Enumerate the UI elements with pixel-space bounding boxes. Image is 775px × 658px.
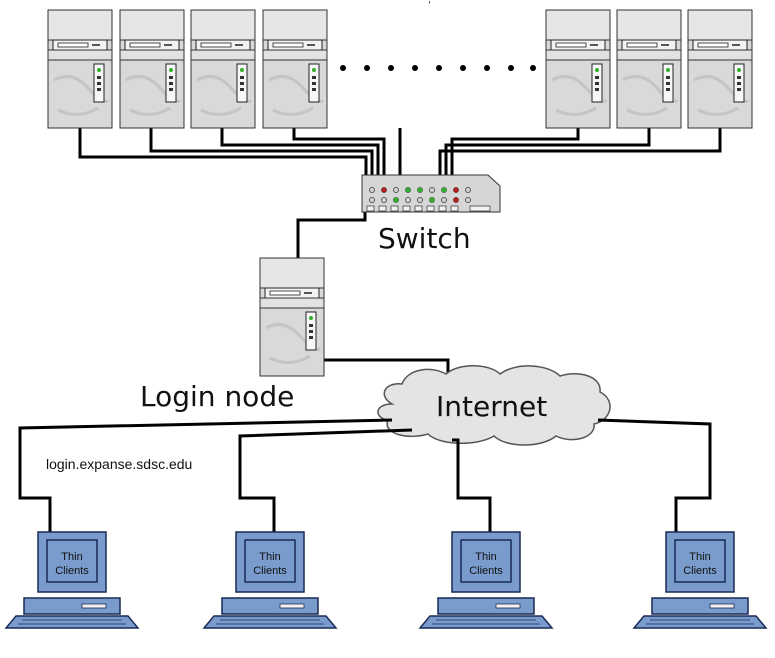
client-label: Thin Clients <box>247 550 293 578</box>
compute-node <box>46 8 114 130</box>
hostname-label: login.expanse.sdsc.edu <box>46 456 193 472</box>
ellipsis-dots <box>340 65 536 71</box>
login-node-label: Login node <box>140 380 295 413</box>
internet-cloud <box>377 365 611 446</box>
client-label: Thin Clients <box>677 550 723 578</box>
login-node <box>258 256 326 378</box>
thin-client-3 <box>419 531 553 629</box>
client-label-line2: Clients <box>683 565 717 577</box>
client-label-line1: Thin <box>689 551 711 563</box>
switch-login-cable <box>296 212 367 258</box>
compute-cables <box>78 128 722 175</box>
thin-client-1 <box>5 531 139 629</box>
compute-node <box>189 8 257 130</box>
compute-node <box>261 8 329 130</box>
client-label: Thin Clients <box>49 550 95 578</box>
thin-client-2 <box>203 531 337 629</box>
internet-label: Internet <box>436 390 548 423</box>
client-label: Thin Clients <box>463 550 509 578</box>
compute-node <box>615 8 683 130</box>
client-cables <box>18 418 712 532</box>
client-label-line1: Thin <box>61 551 83 563</box>
compute-node <box>544 8 612 130</box>
client-label-line1: Thin <box>475 551 497 563</box>
switch-label: Switch <box>378 222 471 255</box>
top-mark: ' <box>428 0 431 11</box>
client-label-line2: Clients <box>253 565 287 577</box>
client-label-line1: Thin <box>259 551 281 563</box>
compute-node <box>118 8 186 130</box>
compute-node <box>686 8 754 130</box>
client-label-line2: Clients <box>55 565 89 577</box>
network-switch <box>361 174 501 213</box>
client-label-line2: Clients <box>469 565 503 577</box>
thin-client-4 <box>633 531 767 629</box>
